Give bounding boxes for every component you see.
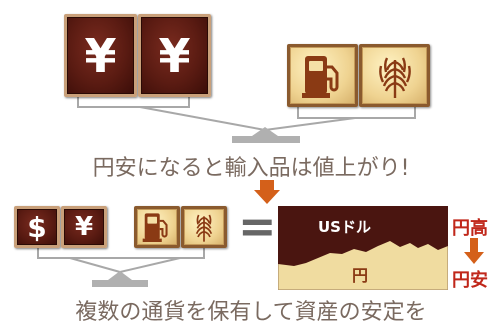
- fuel-tile: [287, 44, 358, 107]
- yen-tile-small: ¥: [61, 206, 107, 248]
- usd-label: USドル: [318, 218, 371, 236]
- fuel-pump-icon: [301, 55, 338, 98]
- strong-yen-label: 円高: [452, 218, 488, 239]
- yen-tile-2: ¥: [138, 14, 211, 97]
- wheat-tile-small: [181, 206, 227, 248]
- yen-tile-1: ¥: [64, 14, 137, 97]
- down-arrow-icon: [254, 180, 280, 204]
- fuel-tile-small: [134, 206, 180, 248]
- wheat-icon: [195, 214, 213, 242]
- wheat-tile: [359, 44, 430, 107]
- dollar-symbol: $: [27, 210, 47, 244]
- equals-sign: =: [238, 199, 277, 253]
- weak-yen-label: 円安: [452, 270, 488, 291]
- caption-bottom: 複数の通貨を保有して資産の安定を: [75, 300, 427, 325]
- wheat-icon: [378, 56, 411, 98]
- yen-symbol: ¥: [84, 28, 117, 83]
- down-arrow-icon: [464, 238, 484, 264]
- fuel-pump-icon: [142, 213, 168, 242]
- caption-top: 円安になると輸入品は値上がり!: [92, 156, 410, 181]
- jpy-label: 円: [352, 266, 369, 285]
- dollar-tile: $: [14, 206, 60, 248]
- yen-symbol: ¥: [74, 212, 94, 242]
- yen-symbol: ¥: [158, 28, 191, 83]
- currency-area-panel: [278, 206, 448, 290]
